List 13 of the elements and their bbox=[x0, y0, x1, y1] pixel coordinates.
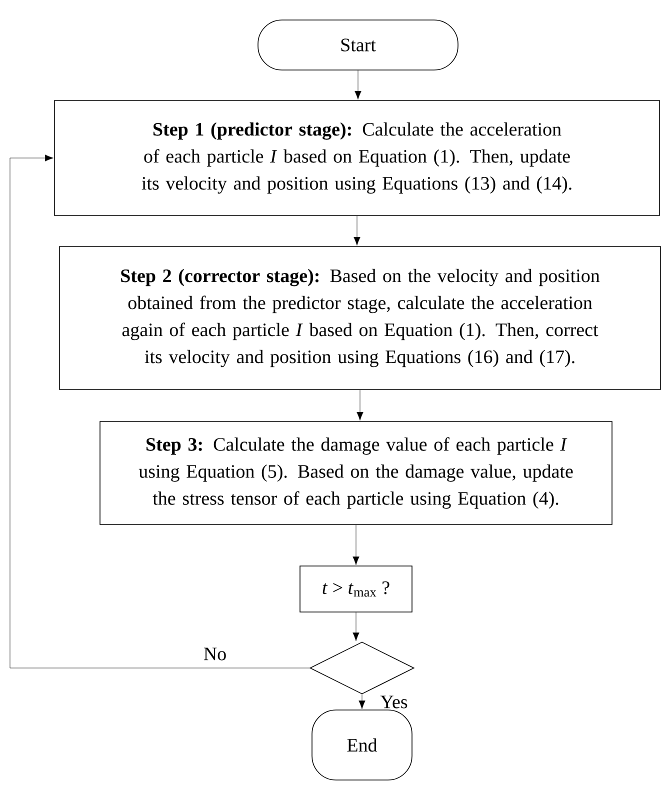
arrow bbox=[352, 524, 360, 565]
arrow bbox=[352, 612, 360, 641]
arrow bbox=[358, 694, 366, 709]
process-box: Step 3: Calculate the damage value of each particle I using Equation (5). Based on the damage value, update the stress tensor of each particle using Equation (4). bbox=[100, 421, 612, 525]
edge-label: No bbox=[202, 646, 228, 662]
process-box: t > t$_{max}$ ? bbox=[300, 566, 412, 612]
edge-label: Yes bbox=[379, 694, 409, 710]
arrow bbox=[354, 216, 360, 246]
process-box: Step 2 (corrector stage): Based on the velocity and position obtained from the predictor stage, calculate the acceleration again of each particle I based on Equation (1). Then, correct its velocity and position using Equations (16) and (17). bbox=[59, 246, 661, 390]
arrow bbox=[356, 390, 364, 420]
process-box: Step 1 (predictor stage): Calculate the acceleration of each particle I based on Equation (1). Then, update its velocity and position using Equations (13) and (14). bbox=[54, 100, 660, 216]
arrow bbox=[354, 70, 362, 100]
arrow bbox=[10, 154, 310, 668]
